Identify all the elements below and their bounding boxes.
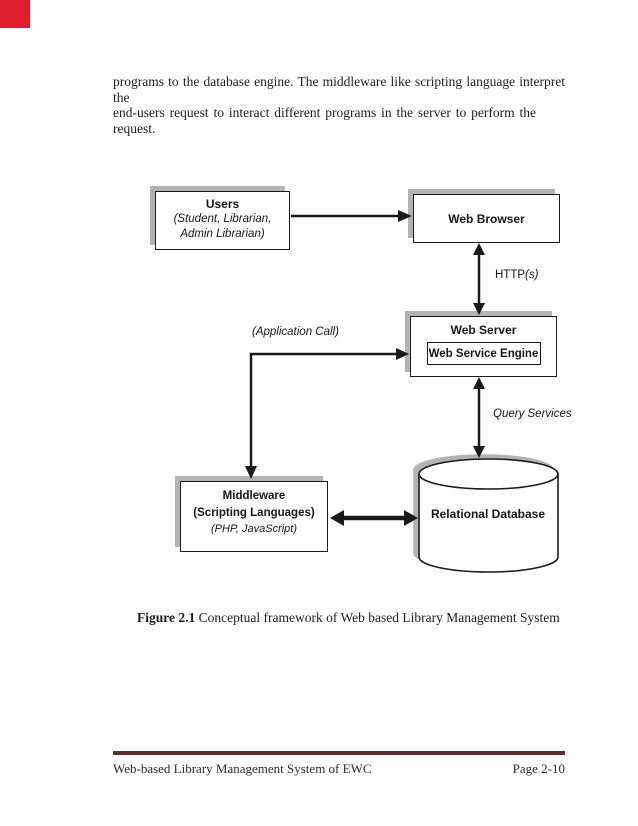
footer: Web-based Library Management System of E… <box>113 761 565 777</box>
footer-left-text: Web-based Library Management System of E… <box>113 761 372 776</box>
caption-text: Conceptual framework of Web based Librar… <box>198 610 560 625</box>
http-label-suffix: (s) <box>525 269 539 281</box>
http-label: HTTP(s) <box>495 269 538 281</box>
middleware-database-double-arrow <box>330 510 418 526</box>
application-call-label: (Application Call) <box>252 326 339 338</box>
http-double-arrow <box>473 243 485 315</box>
footer-page-number: Page 2-10 <box>512 761 565 776</box>
caption-label: Figure 2.1 <box>137 610 196 625</box>
web-server-title: Web Server <box>450 323 517 337</box>
footer-rule <box>113 751 565 755</box>
users-title: Users <box>205 197 240 211</box>
web-browser-box: Web Browser <box>413 194 560 243</box>
web-server-box: Web Server Web Service Engine <box>410 316 557 377</box>
middleware-subtitle-1: (Scripting Languages) <box>193 507 315 519</box>
figure-caption: Figure 2.1 Conceptual framework of Web b… <box>137 610 597 626</box>
body-line-1: programs to the database engine. The mid… <box>113 74 565 105</box>
web-service-engine-box: Web Service Engine <box>426 342 541 365</box>
users-box: Users (Student, Librarian, Admin Librari… <box>155 191 290 250</box>
users-subtitle-1: (Student, Librarian, <box>173 213 272 225</box>
web-browser-title: Web Browser <box>448 211 525 226</box>
users-to-browser-arrow <box>291 210 412 222</box>
web-service-engine-label: Web Service Engine <box>428 347 539 360</box>
users-subtitle-2: Admin Librarian) <box>180 228 265 240</box>
database-cylinder <box>413 454 559 573</box>
application-call-elbow-arrow <box>245 348 409 479</box>
database-label: Relational Database <box>430 507 546 521</box>
middleware-box: Middleware (Scripting Languages) (PHP, J… <box>180 481 328 552</box>
red-corner-marker <box>0 0 30 28</box>
middleware-subtitle-2: (PHP, JavaScript) <box>211 523 297 535</box>
body-line-2: end-users request to interact different … <box>113 105 536 136</box>
middleware-title: Middleware <box>222 490 286 502</box>
query-services-double-arrow <box>473 377 485 458</box>
http-label-prefix: HTTP <box>495 269 526 281</box>
query-services-label: Query Services <box>493 408 572 420</box>
